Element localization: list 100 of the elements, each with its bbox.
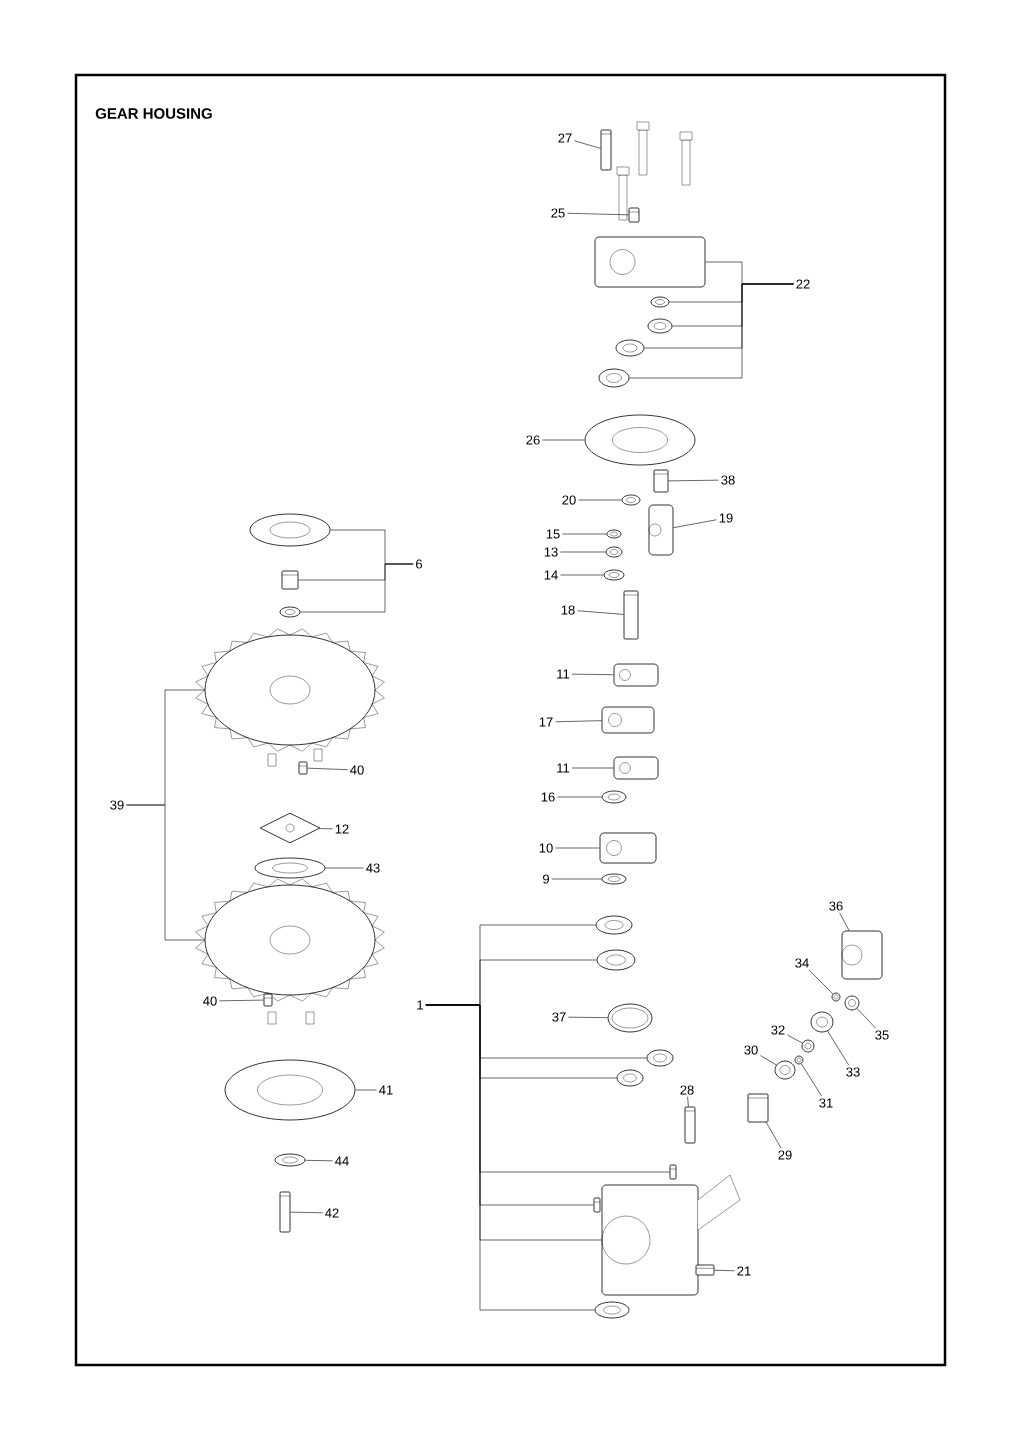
callout-number: 43 xyxy=(366,863,380,873)
ring xyxy=(274,1153,306,1167)
leader-line xyxy=(714,1269,735,1272)
callout-number: 10 xyxy=(539,843,553,853)
leader-line xyxy=(305,1160,333,1162)
callout-number: 1 xyxy=(417,1000,423,1010)
ring xyxy=(603,569,625,581)
callout-number: 11 xyxy=(557,763,570,773)
bolt xyxy=(281,570,299,590)
housing xyxy=(594,236,706,288)
ring xyxy=(810,1011,834,1033)
star-hub xyxy=(259,812,321,844)
ring xyxy=(601,790,627,804)
callout-number: 34 xyxy=(795,958,809,968)
leader-line xyxy=(571,673,614,675)
ring xyxy=(774,1060,796,1080)
callout-number: 15 xyxy=(546,529,560,539)
leader-line xyxy=(300,563,414,613)
leader-line xyxy=(856,1008,876,1029)
leader-line xyxy=(542,439,585,441)
callout-number: 38 xyxy=(721,475,735,485)
leader-line xyxy=(355,1089,377,1091)
ring xyxy=(594,1301,630,1319)
leader-line xyxy=(290,1211,323,1214)
leader-line xyxy=(629,283,794,379)
leader-line xyxy=(801,1063,823,1097)
leader-line xyxy=(839,912,850,931)
callout-number: 9 xyxy=(543,874,549,884)
link-plate xyxy=(599,832,657,864)
callout-number: 17 xyxy=(539,717,553,727)
callout-number: 31 xyxy=(819,1098,833,1108)
sprocket xyxy=(195,628,385,752)
bolt xyxy=(747,1093,769,1123)
leader-line xyxy=(126,804,205,941)
callout-number: 28 xyxy=(680,1085,694,1095)
callout-number: 40 xyxy=(203,996,217,1006)
leader-line xyxy=(560,551,606,553)
ring xyxy=(646,1049,674,1067)
leader-line xyxy=(560,574,604,576)
disc xyxy=(224,1059,356,1121)
leader-line xyxy=(425,1004,595,1311)
link-plate xyxy=(613,663,659,687)
callout-number: 21 xyxy=(737,1266,751,1276)
callout-number: 20 xyxy=(562,495,576,505)
callout-number: 29 xyxy=(778,1150,792,1160)
bolt xyxy=(263,993,273,1007)
callout-number: 11 xyxy=(557,669,570,679)
callout-number: 12 xyxy=(335,824,349,834)
ring xyxy=(606,529,622,539)
leader-line xyxy=(760,1055,777,1066)
leader-line xyxy=(687,1096,689,1107)
ring xyxy=(605,546,623,558)
leader-line xyxy=(808,969,834,995)
ring xyxy=(596,949,636,971)
callout-number: 41 xyxy=(379,1085,393,1095)
callout-number: 27 xyxy=(558,133,572,143)
callout-number: 19 xyxy=(719,513,733,523)
leader-line xyxy=(555,847,600,849)
title: GEAR HOUSING xyxy=(95,108,212,119)
bolt xyxy=(628,207,640,223)
callout-number: 22 xyxy=(796,279,810,289)
ring xyxy=(598,368,630,388)
callout-number: 32 xyxy=(771,1025,785,1035)
ring xyxy=(616,1069,644,1087)
callout-number: 18 xyxy=(561,605,575,615)
callout-number: 26 xyxy=(526,435,540,445)
housing xyxy=(841,930,883,980)
leader-line xyxy=(574,140,601,149)
callout-number: 37 xyxy=(552,1012,566,1022)
leader-line xyxy=(571,767,614,769)
leader-line xyxy=(765,1122,782,1149)
gear-shaft xyxy=(648,504,674,556)
callout-number: 6 xyxy=(416,559,423,569)
leader-line xyxy=(555,720,602,723)
bolt xyxy=(684,1106,696,1144)
bolt xyxy=(653,469,669,493)
leader-line xyxy=(827,1030,850,1066)
ring xyxy=(844,995,860,1011)
ring xyxy=(601,873,627,885)
ring xyxy=(647,318,673,334)
leader-line xyxy=(325,867,364,869)
callout-number: 25 xyxy=(551,208,565,218)
gear xyxy=(607,1003,653,1033)
leader-line xyxy=(319,828,333,830)
bolt xyxy=(695,1264,715,1276)
leader-line xyxy=(577,610,624,615)
ring xyxy=(831,992,841,1002)
leader-line xyxy=(562,533,607,535)
leader-line xyxy=(787,1034,803,1044)
ring xyxy=(254,857,326,879)
bolt xyxy=(593,1197,601,1213)
callout-number: 44 xyxy=(335,1156,349,1166)
callout-number: 13 xyxy=(544,547,558,557)
leader-line xyxy=(578,499,622,501)
callout-number: 16 xyxy=(541,792,555,802)
callout-number: 42 xyxy=(325,1208,339,1218)
callout-number: 39 xyxy=(110,800,124,810)
link-plate xyxy=(601,706,655,734)
ring xyxy=(279,606,301,618)
bolt xyxy=(298,761,308,775)
